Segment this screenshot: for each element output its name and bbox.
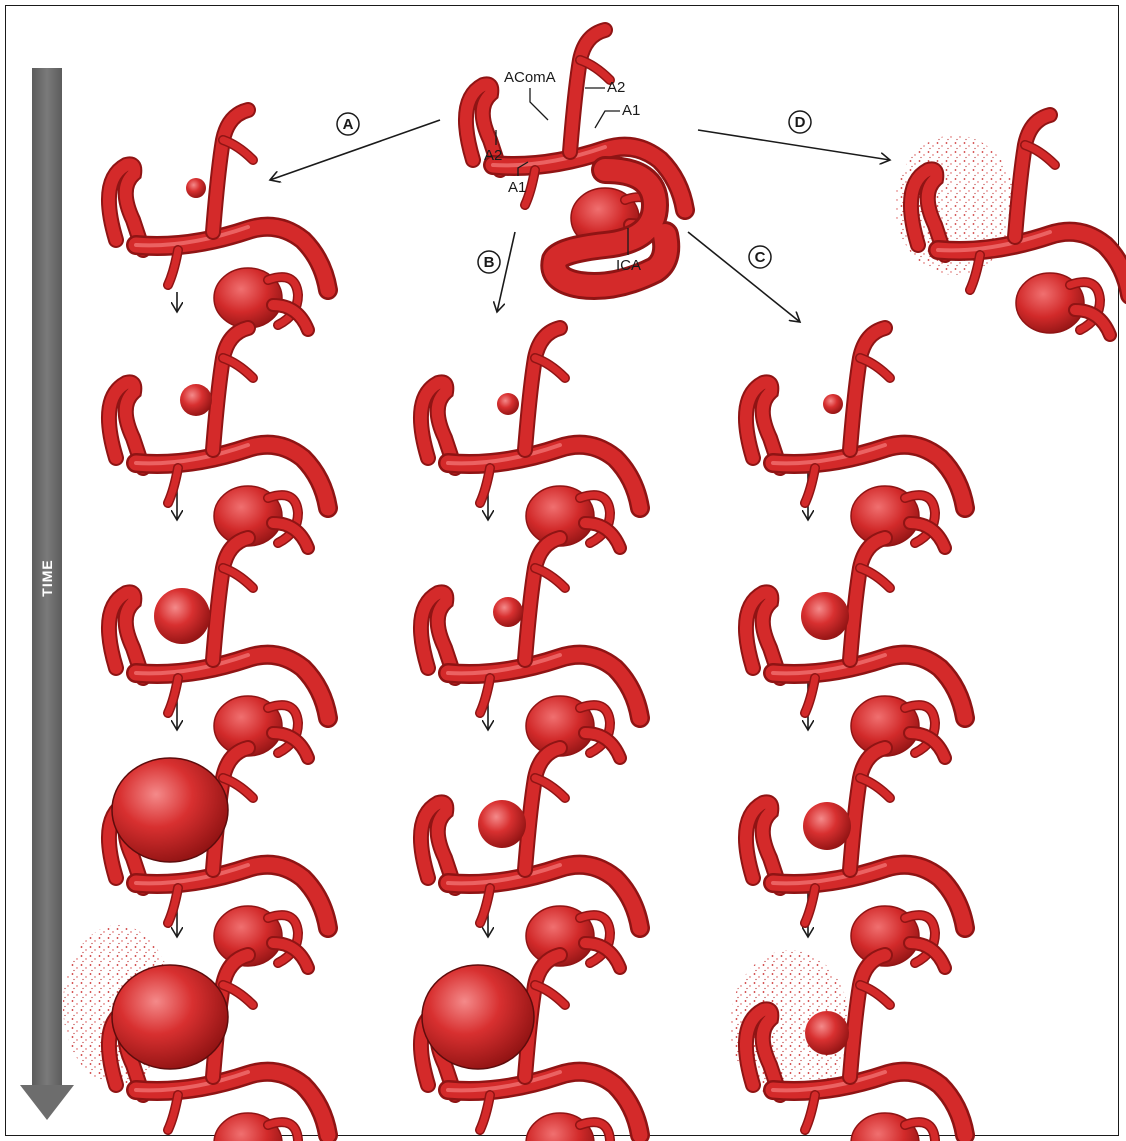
pathway-a-column	[63, 110, 328, 1141]
arrow-pathway-b	[497, 232, 515, 312]
stage-b1	[421, 328, 640, 548]
stage-b3	[421, 748, 640, 968]
stage-b2	[421, 538, 640, 758]
stage-b4	[421, 955, 640, 1141]
arrow-pathway-c	[688, 232, 800, 322]
pathway-c-label: C	[755, 249, 766, 266]
stage-c3	[746, 748, 965, 968]
pathway-a-label: A	[343, 116, 354, 133]
pathway-b-marker: B	[478, 251, 500, 273]
pathway-d-ruptured	[895, 115, 1126, 335]
arrow-pathway-d	[698, 130, 890, 160]
stage-c1	[746, 328, 965, 548]
label-a2-left: A2	[484, 147, 502, 164]
label-ica: ICA	[616, 257, 641, 274]
pathway-d-label: D	[795, 114, 806, 131]
time-axis-label: TIME	[39, 559, 55, 596]
stage-c2	[746, 538, 965, 758]
label-a1-left: A1	[508, 179, 526, 196]
label-a2-right: A2	[607, 79, 625, 96]
stage-a1	[109, 110, 328, 330]
time-axis-arrowhead	[20, 1085, 74, 1120]
stage-a2	[109, 328, 328, 548]
pathway-a-marker: A	[337, 113, 359, 135]
label-acoma: AComA	[504, 69, 556, 86]
pathway-d-marker: D	[789, 111, 811, 133]
time-axis: TIME	[20, 68, 74, 1120]
pathway-b-column	[421, 328, 640, 1141]
pathway-b-label: B	[484, 254, 495, 271]
pathway-c-column	[730, 328, 965, 1141]
stage-c4-ruptured	[730, 950, 965, 1141]
pathway-c-marker: C	[749, 246, 771, 268]
stage-a3	[109, 538, 328, 758]
label-a1-right: A1	[622, 102, 640, 119]
